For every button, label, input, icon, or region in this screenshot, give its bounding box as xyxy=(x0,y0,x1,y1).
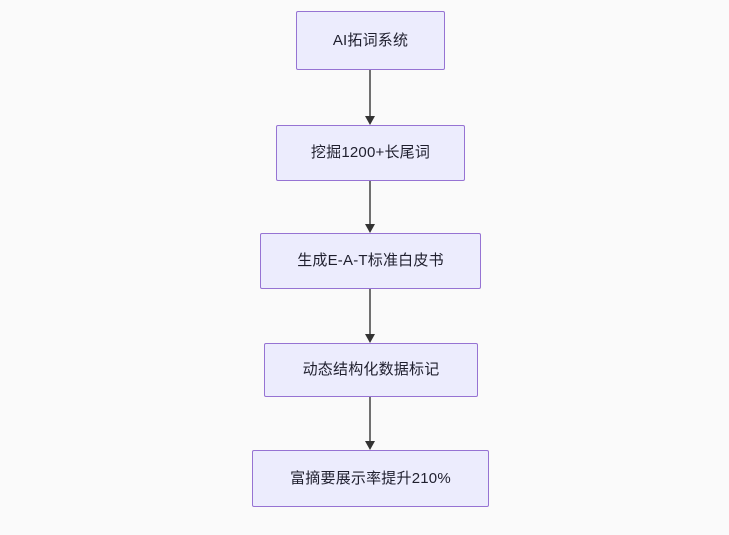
flowchart-node-1[interactable]: AI拓词系统 xyxy=(296,11,445,70)
arrow-down-icon xyxy=(365,441,375,450)
flowchart-node-1-label: AI拓词系统 xyxy=(332,31,409,49)
flowchart-node-2[interactable]: 挖掘1200+长尾词 xyxy=(276,125,465,181)
flowchart-edge-4 xyxy=(365,397,375,450)
flowchart-node-4[interactable]: 动态结构化数据标记 xyxy=(264,343,478,397)
edge-line xyxy=(369,289,371,335)
flowchart-node-5[interactable]: 富摘要展示率提升210% xyxy=(252,450,489,507)
edge-line xyxy=(369,70,371,117)
edge-line xyxy=(369,181,371,225)
flowchart-edge-2 xyxy=(365,181,375,233)
arrow-down-icon xyxy=(365,224,375,233)
flowchart-node-4-label: 动态结构化数据标记 xyxy=(302,361,440,378)
flowchart-edge-1 xyxy=(365,70,375,125)
flowchart-node-5-label: 富摘要展示率提升210% xyxy=(290,469,451,487)
flowchart-edge-3 xyxy=(365,289,375,343)
edge-line xyxy=(369,397,371,442)
arrow-down-icon xyxy=(365,116,375,125)
flowchart-node-3-label: 生成E-A-T标准白皮书 xyxy=(297,252,444,269)
arrow-down-icon xyxy=(365,334,375,343)
flowchart-node-2-label: 挖掘1200+长尾词 xyxy=(310,144,431,161)
flowchart-node-3[interactable]: 生成E-A-T标准白皮书 xyxy=(260,233,481,289)
